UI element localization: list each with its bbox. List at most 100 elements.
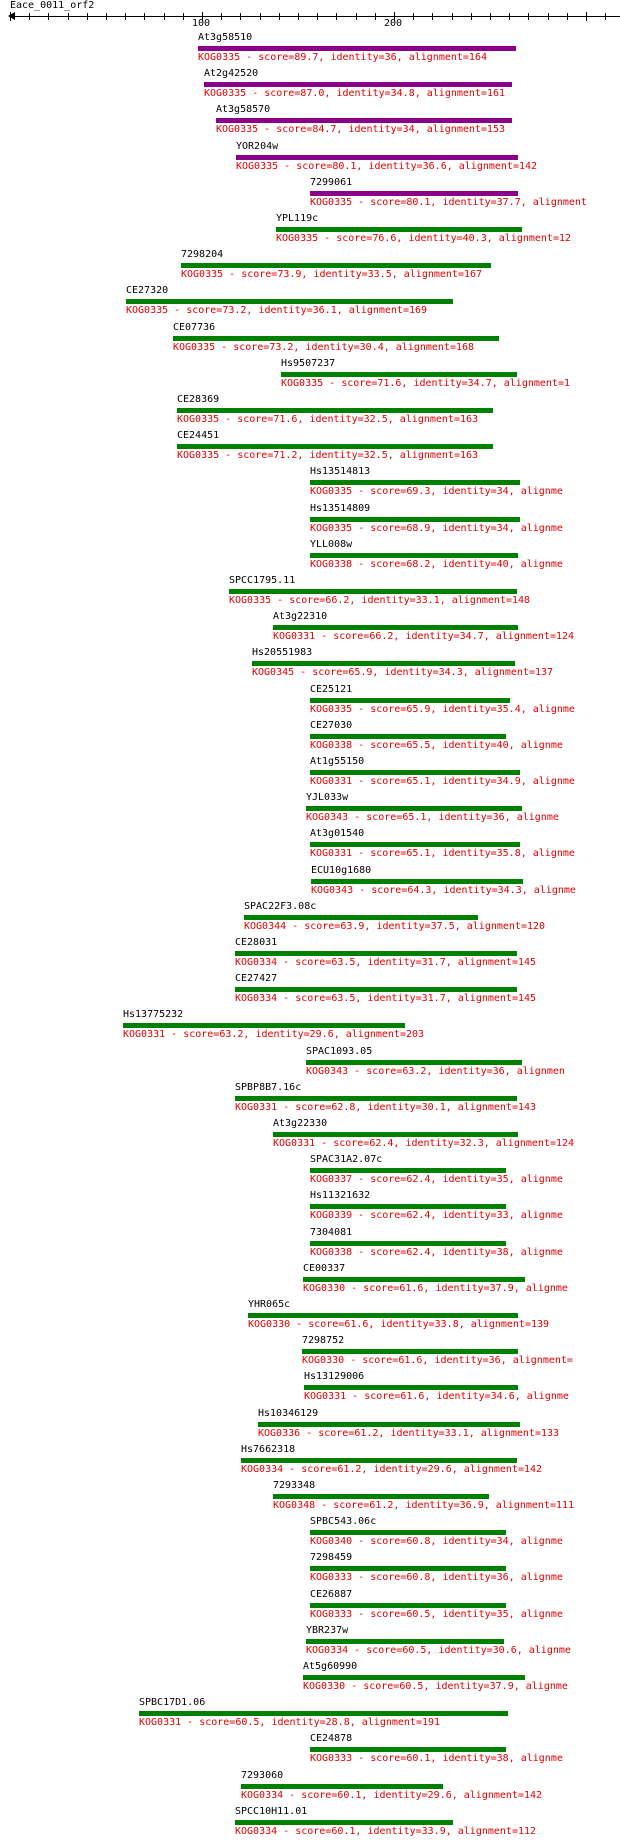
hit-description[interactable]: KOG0331 - score=66.2, identity=34.7, ali… <box>273 631 575 642</box>
hit-name[interactable]: YOR204w <box>236 141 279 152</box>
hit-alignment-bar[interactable] <box>216 118 512 123</box>
hit-alignment-bar[interactable] <box>310 191 518 196</box>
hit-alignment-bar[interactable] <box>139 1711 508 1716</box>
hit-name[interactable]: At3g01540 <box>310 828 365 839</box>
hit-alignment-bar[interactable] <box>236 155 518 160</box>
hit-name[interactable]: Hs13775232 <box>123 1009 184 1020</box>
hit-alignment-bar[interactable] <box>302 1349 518 1354</box>
hit-alignment-bar[interactable] <box>306 1060 522 1065</box>
hit-name[interactable]: CE27427 <box>235 973 278 984</box>
hit-description[interactable]: KOG0334 - score=63.5, identity=31.7, ali… <box>235 993 537 1004</box>
hit-alignment-bar[interactable] <box>310 1168 506 1173</box>
hit-name[interactable]: 7299061 <box>310 177 353 188</box>
hit-alignment-bar[interactable] <box>311 879 523 884</box>
hit-name[interactable]: Hs13129006 <box>304 1371 365 1382</box>
hit-description[interactable]: KOG0335 - score=66.2, identity=33.1, ali… <box>229 595 531 606</box>
hit-description[interactable]: KOG0344 - score=63.9, identity=37.5, ali… <box>244 921 546 932</box>
hit-alignment-bar[interactable] <box>273 625 518 630</box>
hit-alignment-bar[interactable] <box>273 1132 518 1137</box>
hit-description[interactable]: KOG0330 - score=61.6, identity=36, align… <box>302 1355 573 1366</box>
hit-name[interactable]: CE27320 <box>126 285 169 296</box>
hit-name[interactable]: Hs20551983 <box>252 647 313 658</box>
hit-description[interactable]: KOG0334 - score=60.1, identity=33.9, ali… <box>235 1826 537 1837</box>
hit-name[interactable]: 7293348 <box>273 1480 316 1491</box>
hit-alignment-bar[interactable] <box>310 770 520 775</box>
hit-alignment-bar[interactable] <box>244 915 478 920</box>
hit-alignment-bar[interactable] <box>310 1566 506 1571</box>
hit-description[interactable]: KOG0335 - score=71.6, identity=32.5, ali… <box>177 414 479 425</box>
hit-alignment-bar[interactable] <box>198 46 516 51</box>
hit-name[interactable]: 7298204 <box>181 249 224 260</box>
hit-name[interactable]: CE07736 <box>173 322 216 333</box>
hit-alignment-bar[interactable] <box>303 1277 525 1282</box>
hit-alignment-bar[interactable] <box>310 517 520 522</box>
hit-description[interactable]: KOG0335 - score=76.6, identity=40.3, ali… <box>276 233 572 244</box>
hit-name[interactable]: SPAC1093.05 <box>306 1046 373 1057</box>
hit-alignment-bar[interactable] <box>310 1747 506 1752</box>
hit-name[interactable]: ECU10g1680 <box>311 865 372 876</box>
hit-name[interactable]: SPCC1795.11 <box>229 575 296 586</box>
hit-alignment-bar[interactable] <box>235 951 517 956</box>
hit-name[interactable]: CE27030 <box>310 720 353 731</box>
hit-alignment-bar[interactable] <box>310 842 520 847</box>
hit-name[interactable]: YBR237w <box>306 1625 349 1636</box>
hit-name[interactable]: CE00337 <box>303 1263 346 1274</box>
hit-alignment-bar[interactable] <box>306 806 522 811</box>
hit-description[interactable]: KOG0331 - score=62.4, identity=32.3, ali… <box>273 1138 575 1149</box>
hit-name[interactable]: Hs10346129 <box>258 1408 319 1419</box>
hit-description[interactable]: KOG0343 - score=64.3, identity=34.3, ali… <box>311 885 576 896</box>
hit-alignment-bar[interactable] <box>177 408 493 413</box>
hit-alignment-bar[interactable] <box>126 299 453 304</box>
hit-alignment-bar[interactable] <box>306 1639 504 1644</box>
hit-alignment-bar[interactable] <box>177 444 493 449</box>
hit-alignment-bar[interactable] <box>123 1023 405 1028</box>
hit-alignment-bar[interactable] <box>252 661 515 666</box>
hit-description[interactable]: KOG0331 - score=65.1, identity=34.9, ali… <box>310 776 575 787</box>
hit-name[interactable]: Hs9507237 <box>281 358 336 369</box>
hit-description[interactable]: KOG0343 - score=63.2, identity=36, align… <box>306 1066 565 1077</box>
hit-alignment-bar[interactable] <box>310 698 510 703</box>
hit-description[interactable]: KOG0331 - score=65.1, identity=35.8, ali… <box>310 848 575 859</box>
hit-description[interactable]: KOG0333 - score=60.5, identity=35, align… <box>310 1609 563 1620</box>
hit-description[interactable]: KOG0334 - score=60.1, identity=29.6, ali… <box>241 1790 543 1801</box>
hit-description[interactable]: KOG0335 - score=71.2, identity=32.5, ali… <box>177 450 479 461</box>
hit-alignment-bar[interactable] <box>235 987 517 992</box>
hit-name[interactable]: At5g60990 <box>303 1661 358 1672</box>
hit-alignment-bar[interactable] <box>229 589 517 594</box>
hit-description[interactable]: KOG0340 - score=60.8, identity=34, align… <box>310 1536 563 1547</box>
hit-alignment-bar[interactable] <box>281 372 517 377</box>
hit-alignment-bar[interactable] <box>310 480 520 485</box>
hit-alignment-bar[interactable] <box>303 1675 525 1680</box>
hit-description[interactable]: KOG0335 - score=84.7, identity=34, align… <box>216 124 505 135</box>
hit-name[interactable]: Hs13514813 <box>310 466 371 477</box>
hit-name[interactable]: 7293060 <box>241 1770 284 1781</box>
hit-description[interactable]: KOG0335 - score=73.9, identity=33.5, ali… <box>181 269 483 280</box>
